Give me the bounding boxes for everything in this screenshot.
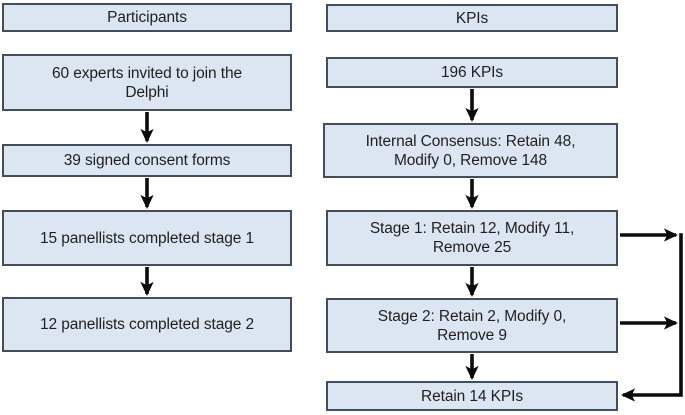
consent-forms-box: 39 signed consent forms	[2, 144, 292, 177]
experts-invited-box: 60 experts invited to join the Delphi	[2, 54, 292, 111]
panellists-stage2-box: 12 panellists completed stage 2	[2, 297, 292, 352]
participants-header-box: Participants	[2, 3, 292, 32]
connector-loop-to-retain	[620, 233, 683, 402]
retain-14-kpis-box: Retain 14 KPIs	[326, 381, 618, 411]
kpis-196-box: 196 KPIs	[326, 57, 618, 88]
kpis-stage1-box: Stage 1: Retain 12, Modify 11, Remove 25	[326, 210, 618, 266]
internal-consensus-box: Internal Consensus: Retain 48, Modify 0,…	[323, 123, 618, 178]
kpis-header-box: KPIs	[326, 4, 618, 32]
kpis-stage2-box: Stage 2: Retain 2, Modify 0, Remove 9	[326, 298, 618, 353]
panellists-stage1-box: 15 panellists completed stage 1	[2, 210, 292, 266]
